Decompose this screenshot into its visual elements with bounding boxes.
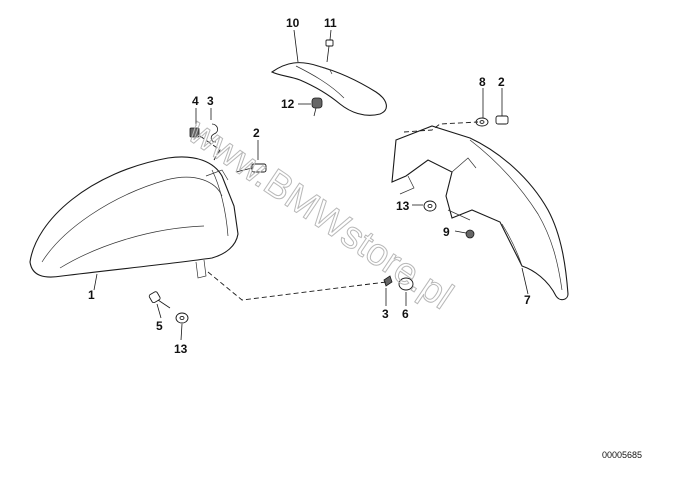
washer-icon[interactable] bbox=[475, 117, 489, 127]
label-washer-rear-small: 9 bbox=[443, 225, 450, 239]
label-bolt-front: 2 bbox=[253, 126, 260, 140]
leader-lines bbox=[93, 29, 529, 341]
rear-inner-fender[interactable] bbox=[391, 125, 569, 301]
label-washer-lower-front: 13 bbox=[174, 342, 188, 356]
label-bolt-rear: 2 bbox=[498, 75, 505, 89]
label-clip-upper: 3 bbox=[207, 94, 214, 108]
clip-icon[interactable] bbox=[383, 275, 393, 287]
label-screw-cover: 11 bbox=[324, 16, 337, 30]
washer-icon[interactable] bbox=[175, 312, 189, 324]
assembly-lines bbox=[199, 121, 479, 301]
diagram-code: 00005685 bbox=[602, 450, 642, 460]
label-screw-lower: 5 bbox=[156, 319, 163, 333]
label-cap-nut: 6 bbox=[402, 307, 409, 321]
label-rear-fender: 7 bbox=[524, 293, 531, 307]
front-fender[interactable] bbox=[29, 156, 239, 279]
washer-icon[interactable] bbox=[423, 200, 437, 212]
label-top-cover: 10 bbox=[286, 16, 300, 30]
screw-icon[interactable] bbox=[148, 291, 171, 309]
bolt-icon[interactable] bbox=[495, 115, 509, 125]
nut-icon[interactable] bbox=[189, 127, 200, 138]
label-nut-upper: 4 bbox=[192, 94, 199, 108]
top-cover[interactable] bbox=[270, 62, 387, 116]
clip-icon[interactable] bbox=[210, 123, 218, 143]
bolt-icon[interactable] bbox=[235, 163, 267, 173]
cap-nut-icon[interactable] bbox=[398, 277, 414, 291]
label-washer-rear-center: 13 bbox=[396, 199, 410, 213]
label-washer-rear-top: 8 bbox=[479, 75, 486, 89]
part-labels: 1 2 2 3 3 4 5 6 7 8 9 10 11 12 13 13 bbox=[88, 16, 531, 356]
grommet-icon[interactable] bbox=[311, 97, 323, 117]
label-clip-lower: 3 bbox=[382, 307, 389, 321]
washer-icon[interactable] bbox=[465, 229, 475, 239]
screw-icon[interactable] bbox=[325, 39, 334, 63]
label-grommet: 12 bbox=[281, 97, 295, 111]
label-front-fender: 1 bbox=[88, 288, 95, 302]
